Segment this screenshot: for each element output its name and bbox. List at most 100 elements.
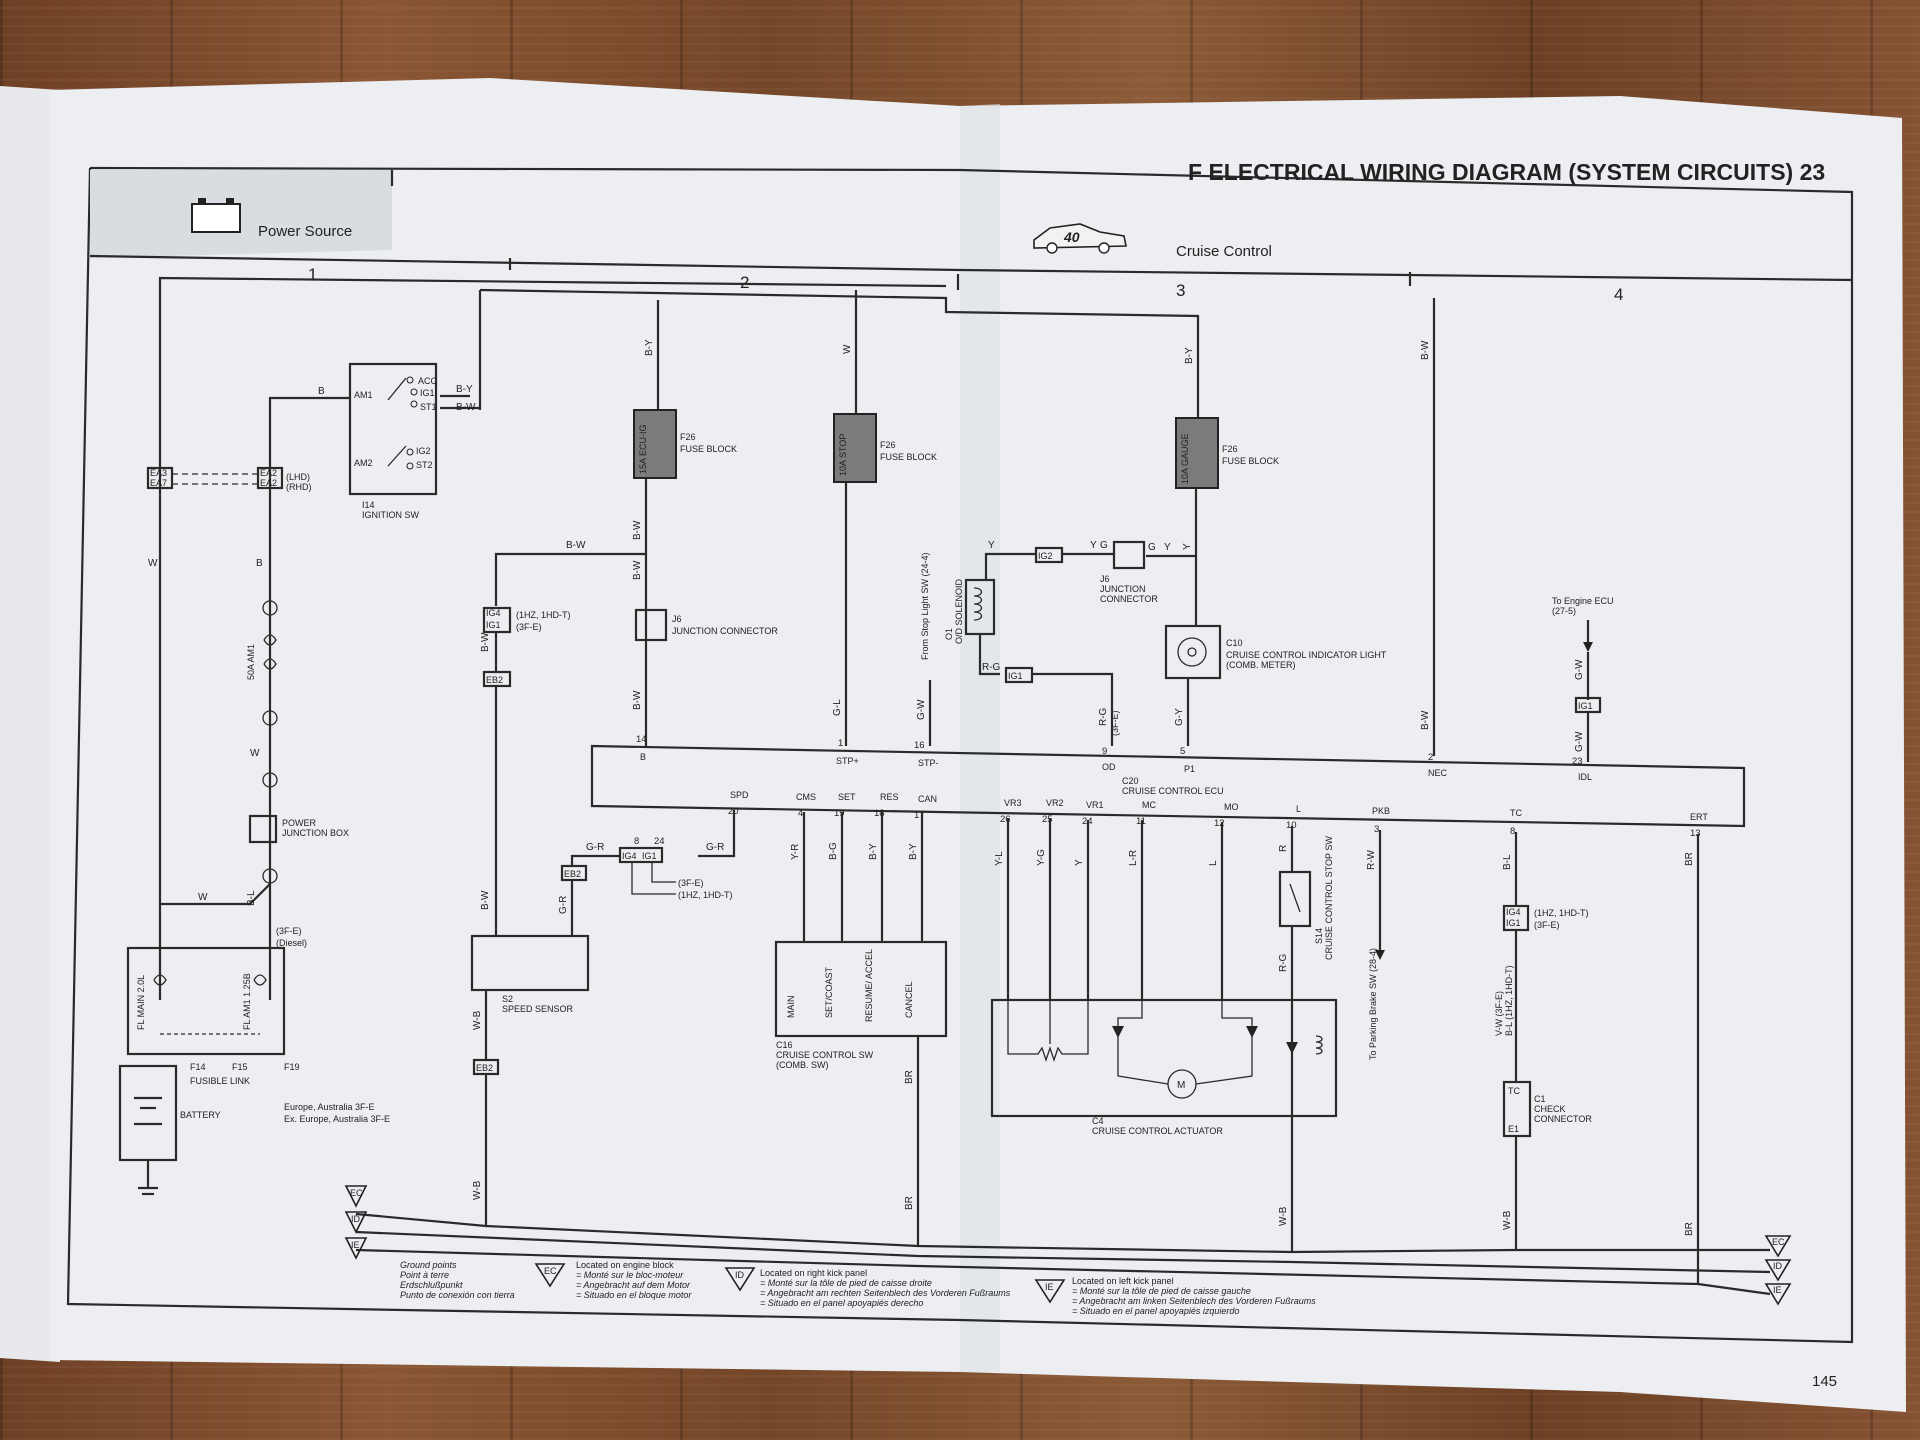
wire-bw-nec2: B-W bbox=[1420, 710, 1431, 730]
legend-ec-1: = Monté sur le bloc-moteur bbox=[576, 1270, 684, 1280]
battery-icon bbox=[191, 198, 241, 233]
diagram-frame bbox=[66, 166, 1854, 1344]
wire-wb-c1: W-B bbox=[1502, 1210, 1513, 1230]
wire-bg: B-G bbox=[828, 842, 839, 860]
wire-bw-5: B-W bbox=[480, 890, 491, 910]
wire-y-j6: Y bbox=[1164, 542, 1171, 553]
label-diesel: (Diesel) bbox=[276, 938, 307, 948]
ecu-tc: TC bbox=[1510, 808, 1522, 818]
pin-19: 19 bbox=[834, 808, 845, 819]
ecu-vr3: VR3 bbox=[1004, 798, 1022, 808]
label-fusible: FUSIBLE LINK bbox=[190, 1076, 250, 1086]
ecu-vr1: VR1 bbox=[1086, 800, 1104, 810]
eb2-c: EB2 bbox=[476, 1063, 493, 1073]
pin-23: 23 bbox=[1572, 756, 1583, 767]
ig-ig1: IG1 bbox=[420, 388, 435, 398]
ground-ie-left: IE bbox=[344, 1237, 368, 1260]
label-f15: F15 bbox=[232, 1062, 248, 1072]
legend-id-2: = Angebracht am rechten Seitenblech des … bbox=[760, 1288, 1011, 1298]
wire-gw-idl1: G-W bbox=[1574, 659, 1585, 680]
c16-code: C16 bbox=[776, 1040, 793, 1050]
ground-line-ec bbox=[355, 1212, 1770, 1254]
legend-id-1: = Monté sur la tôle de pied de caisse dr… bbox=[760, 1278, 932, 1288]
speed-sensor bbox=[470, 934, 590, 992]
c1-name: CHECK bbox=[1534, 1104, 1566, 1114]
wire-y-gauge: Y bbox=[1182, 543, 1193, 550]
wire-gy: G-Y bbox=[1174, 708, 1185, 726]
c10-name: CRUISE CONTROL INDICATOR LIGHT bbox=[1226, 650, 1387, 660]
section-cruise-control: Cruise Control bbox=[1176, 243, 1272, 260]
wire-bl-ihz: B-L (1HZ, 1HD-T) bbox=[1504, 965, 1514, 1036]
wire-y-sol: Y bbox=[988, 540, 995, 551]
pin-11: 11 bbox=[1136, 816, 1146, 827]
wire-wb-ss2: W-B bbox=[472, 1180, 483, 1200]
conn-ea2-b: EA2 bbox=[260, 478, 277, 488]
cruise-stop-switch bbox=[1278, 870, 1312, 928]
legend-id-0: Located on right kick panel bbox=[760, 1268, 867, 1278]
wire-rg-sol: R-G bbox=[982, 662, 1001, 673]
conn-ea3-ea7 bbox=[146, 466, 174, 490]
car-icon: 40 bbox=[1033, 223, 1127, 254]
junction-connector-j6 bbox=[634, 608, 668, 642]
battery-label: BATTERY bbox=[180, 1110, 221, 1120]
gp-label-2: Erdschlußpunkt bbox=[400, 1280, 463, 1290]
wire-br-ert: BR bbox=[1684, 852, 1695, 866]
wire-bw-4: B-W bbox=[480, 632, 491, 652]
legend-ec-2: = Angebracht auf dem Motor bbox=[576, 1280, 691, 1290]
conn-ig4-b: IG4 bbox=[622, 851, 637, 861]
ecu-ert: ERT bbox=[1690, 812, 1708, 822]
wire-gr-spd: G-R bbox=[706, 842, 724, 853]
wire-bl-pjb: B-L bbox=[246, 890, 257, 906]
pin-8: 8 bbox=[634, 836, 639, 847]
note-1: Europe, Australia 3F-E bbox=[284, 1102, 375, 1112]
ig-acc: ACC bbox=[418, 376, 438, 386]
legend-ie-symbol bbox=[1034, 1279, 1066, 1304]
ig-st2: ST2 bbox=[416, 460, 433, 470]
pin-24a: 24 bbox=[1082, 816, 1093, 827]
note-2: Ex. Europe, Australia 3F-E bbox=[284, 1114, 390, 1124]
sw-main: MAIN bbox=[786, 996, 796, 1019]
wire-bw-branch: B-W bbox=[566, 540, 586, 551]
gp-label-1: Point à terre bbox=[400, 1270, 449, 1280]
label-rhd: (RHD) bbox=[286, 482, 312, 492]
pin-9: 9 bbox=[1102, 746, 1107, 757]
pjb-label-1: POWER bbox=[282, 818, 317, 828]
c20-code: C20 bbox=[1122, 776, 1139, 786]
pin-25: 25 bbox=[1042, 814, 1053, 825]
fl-main: FL MAIN 2.0L bbox=[136, 975, 146, 1030]
fuse-50a-icon bbox=[263, 634, 277, 646]
cruise-control-ecu bbox=[590, 744, 1746, 828]
wire-lr: L-R bbox=[1128, 850, 1139, 866]
column-4: 4 bbox=[1614, 285, 1623, 304]
fuse-block-c: FUSE BLOCK bbox=[1222, 456, 1279, 466]
wire-by-gauge: B-Y bbox=[1184, 347, 1195, 364]
c1-tc: TC bbox=[1508, 1086, 1520, 1096]
wire-wb-s14: W-B bbox=[1278, 1206, 1289, 1226]
sw-resume: RESUME/ ACCEL bbox=[864, 949, 874, 1022]
svg-text:EC: EC bbox=[350, 1188, 363, 1198]
eb2-a: EB2 bbox=[486, 675, 503, 685]
ig-am1: AM1 bbox=[354, 390, 373, 400]
fuse-50a-label: 50A AM1 bbox=[246, 644, 256, 680]
wire-g-od: G bbox=[1100, 540, 1108, 551]
legend-id-code: ID bbox=[735, 1270, 745, 1280]
left-page-edge bbox=[0, 86, 60, 1362]
ecu-stp-minus: STP- bbox=[918, 758, 939, 768]
section-power-source: Power Source bbox=[258, 223, 352, 240]
wire-r-l: R bbox=[1278, 845, 1289, 852]
wire-yr: Y-R bbox=[790, 844, 801, 860]
cruise-control-actuator bbox=[990, 998, 1338, 1118]
speed-sensor-label: SPEED SENSOR bbox=[502, 1004, 574, 1014]
pin-20: 20 bbox=[728, 806, 739, 817]
legend-ec-code: EC bbox=[544, 1266, 557, 1276]
f26-a: F26 bbox=[680, 432, 696, 442]
ground-id-right: ID bbox=[1764, 1259, 1792, 1282]
wire-g-j6: G bbox=[1148, 542, 1156, 553]
gp-label-0: Ground points bbox=[400, 1260, 457, 1270]
to-engine-ecu-ref: (27-5) bbox=[1552, 606, 1576, 616]
ground-id-left: ID bbox=[344, 1211, 368, 1234]
ig-st1: ST1 bbox=[420, 402, 437, 412]
ignition-switch: AM1 AM2 ACC IG1 ST1 IG2 ST2 bbox=[348, 362, 438, 496]
fusible-link-box bbox=[126, 946, 286, 1056]
